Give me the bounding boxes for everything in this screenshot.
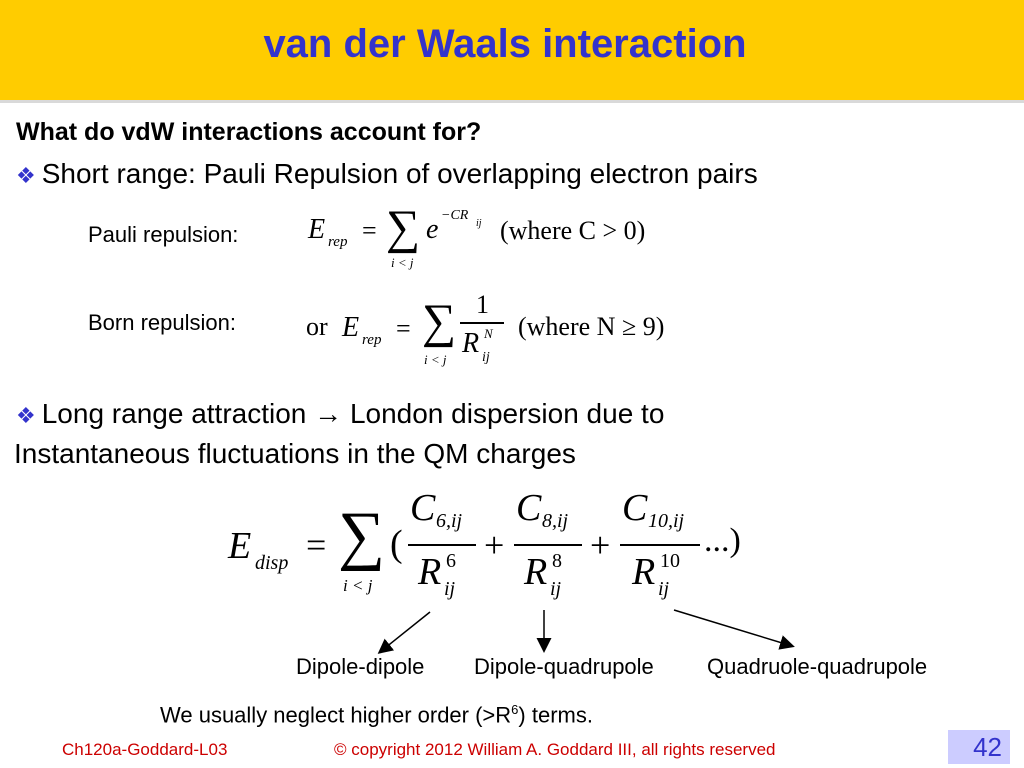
disp-term2-den-sub: ij	[550, 578, 562, 600]
diamond-bullet-icon: ❖	[16, 163, 36, 188]
disp-term2-C: C	[516, 487, 542, 529]
note-prefix: We usually neglect higher order (>R	[160, 702, 512, 728]
note-suffix: ) terms.	[518, 702, 593, 728]
disp-plus-1: +	[484, 525, 505, 565]
disp-lhs-sub: disp	[255, 552, 289, 574]
disp-term1-bar	[408, 544, 476, 546]
title-divider	[0, 100, 1024, 103]
arrow-dipole-dipole	[377, 611, 431, 654]
disp-sum-index: i < j	[343, 576, 373, 595]
disp-term2-num-sub: 8,ij	[542, 510, 569, 532]
born-lhs-E: E	[342, 312, 360, 343]
pauli-equals: =	[362, 216, 377, 245]
page-number: 42	[973, 732, 1002, 762]
pauli-lhs-E: E	[308, 214, 326, 245]
disp-term1-den-sub: ij	[444, 578, 456, 600]
disp-term2-den-sup: 8	[552, 550, 562, 572]
born-equals: =	[396, 314, 411, 343]
pauli-sum-index: i < j	[391, 255, 414, 270]
disp-open-paren: (	[390, 523, 403, 565]
pauli-term-exp-sub: ij	[476, 218, 482, 229]
term-name-dipole-dipole: Dipole-dipole	[296, 654, 425, 679]
born-label: Born repulsion:	[88, 310, 236, 335]
born-sum-index: i < j	[424, 352, 447, 367]
disp-term1-den-sup: 6	[446, 550, 456, 572]
term-name-dipole-quadrupole: Dipole-quadrupole	[474, 654, 654, 679]
disp-term1-R: R	[418, 551, 442, 593]
disp-sum-icon: ∑	[338, 499, 386, 572]
pauli-term-exp: −CR	[441, 208, 469, 223]
title-bar	[0, 0, 1024, 100]
born-prefix: or	[306, 312, 328, 341]
footer-copyright: © copyright 2012 William A. Goddard III,…	[334, 740, 776, 759]
bullet-long-range-part2: London dispersion due to	[349, 398, 665, 429]
pauli-term-e: e	[426, 214, 439, 245]
disp-term1-num-sub: 6,ij	[436, 510, 463, 532]
note-sup: 6	[511, 702, 519, 717]
right-arrow-icon: →	[314, 398, 343, 429]
disp-term3-num-sub: 10,ij	[648, 510, 685, 532]
disp-term3-den-sub: ij	[658, 578, 670, 600]
born-denom-sub: ij	[482, 350, 490, 365]
footer-course: Ch120a-Goddard-L03	[62, 740, 228, 759]
disp-term3-bar	[620, 544, 700, 546]
disp-term3-den-sup: 10	[660, 550, 680, 572]
born-denom-sup: N	[484, 326, 493, 341]
born-condition: (where N ≥ 9)	[518, 312, 665, 341]
disp-lhs-E: E	[228, 525, 252, 567]
term-name-quadrupole-quadrupole: Quadruole-quadrupole	[707, 654, 928, 679]
question-heading: What do vdW interactions account for?	[16, 118, 482, 146]
bullet-long-range-line2: Instantaneous fluctuations in the QM cha…	[14, 438, 576, 469]
bullet-long-range-part1: Long range attraction	[41, 398, 307, 429]
pauli-label: Pauli repulsion:	[88, 222, 239, 247]
pauli-sum-icon: ∑	[386, 201, 421, 254]
disp-plus-2: +	[590, 525, 611, 565]
disp-tail: ...)	[704, 522, 741, 559]
diamond-bullet-icon: ❖	[16, 403, 36, 428]
pauli-condition: (where C > 0)	[500, 216, 646, 245]
born-sum-icon: ∑	[422, 295, 457, 348]
page-number-box: 42	[948, 730, 1010, 764]
born-denom-R: R	[462, 328, 480, 359]
disp-term1-C: C	[410, 487, 436, 529]
slide-title: van der Waals interaction	[263, 22, 747, 66]
bullet-short-range: ❖Short range: Pauli Repulsion of overlap…	[16, 158, 758, 190]
arrow-quadrupole-quadrupole	[673, 609, 795, 650]
disp-term3-R: R	[632, 551, 656, 593]
disp-equals: =	[306, 525, 327, 565]
neglect-note: We usually neglect higher order (>R6) te…	[160, 702, 593, 728]
disp-term3-C: C	[622, 487, 648, 529]
bullet-short-range-text: Short range: Pauli Repulsion of overlapp…	[41, 158, 758, 189]
bullet-long-range: ❖Long range attraction → London dispersi…	[16, 398, 664, 430]
born-fraction-bar	[460, 322, 504, 324]
disp-term2-bar	[514, 544, 582, 546]
disp-term2-R: R	[524, 551, 548, 593]
born-lhs-sub: rep	[362, 332, 382, 348]
pauli-lhs-sub: rep	[328, 234, 348, 250]
born-numerator: 1	[476, 290, 489, 319]
